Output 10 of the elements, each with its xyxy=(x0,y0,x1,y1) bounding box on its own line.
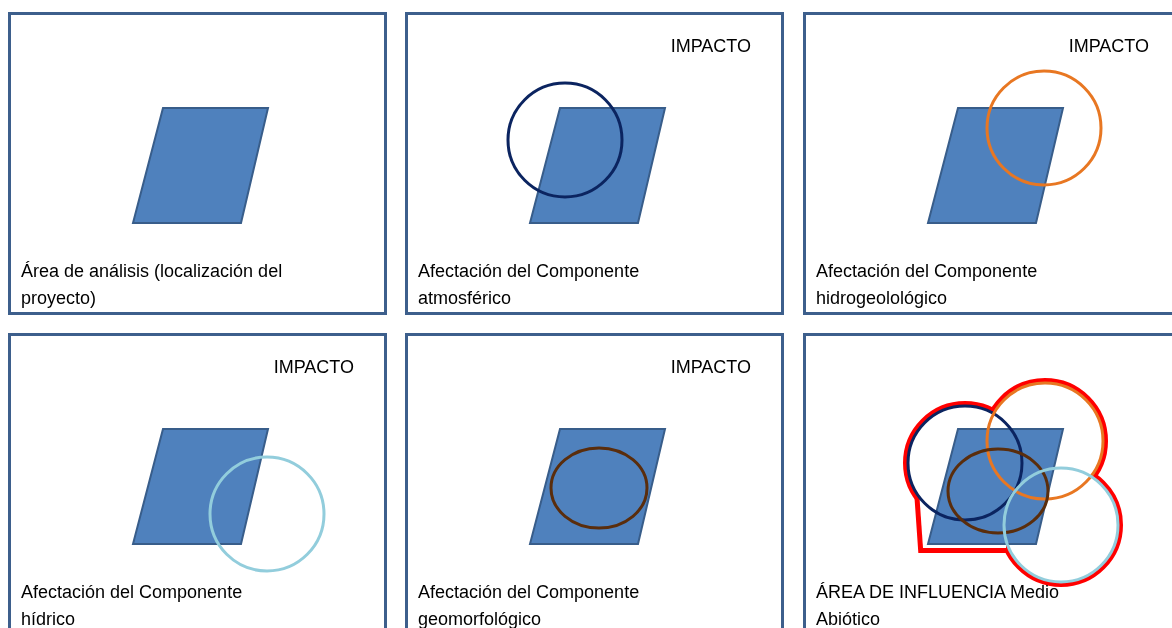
panel-caption: ÁREA DE INFLUENCIA Medio Abiótico xyxy=(816,581,1061,628)
panel-caption: Afectación del Componente geomorfológico xyxy=(418,581,641,628)
impact-label: IMPACTO xyxy=(1068,35,1149,58)
panel-caption: Afectación del Componente hidrogeolológico xyxy=(816,260,1039,310)
panel-caption: Afectación del Componente atmosférico xyxy=(418,260,641,310)
impact-label: IMPACTO xyxy=(670,356,751,379)
impact-label: IMPACTO xyxy=(670,35,751,58)
impact-label: IMPACTO xyxy=(273,356,354,379)
panel-caption: Afectación del Componente hídrico xyxy=(21,581,244,628)
panel-caption: Área de análisis (localización del proyecto) xyxy=(21,260,284,310)
